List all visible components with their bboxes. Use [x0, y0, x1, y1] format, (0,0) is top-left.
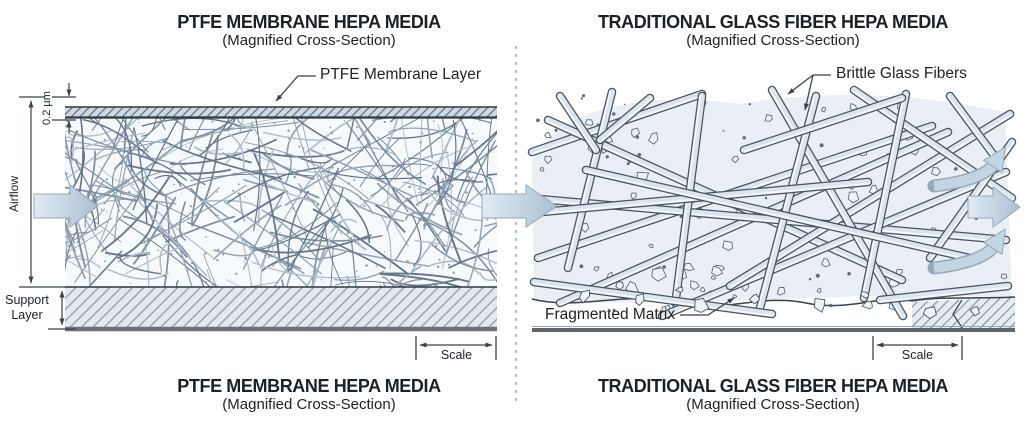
airflow-exit-arrow [967, 186, 1021, 228]
left-scale-bar [415, 336, 497, 360]
glass-fiber-illustration [524, 85, 1017, 330]
membrane-thickness-label: 0.2 µm [41, 91, 53, 125]
right-bottom-subtitle: (Magnified Cross-Section) [686, 396, 860, 413]
right-title: TRADITIONAL GLASS FIBER HEPA MEDIA [597, 12, 949, 32]
right-bottom-title: TRADITIONAL GLASS FIBER HEPA MEDIA [597, 376, 949, 396]
left-subtitle: (Magnified Cross-Section) [222, 32, 396, 49]
left-scale-label: Scale [440, 348, 473, 362]
ptfe-media-illustration [65, 106, 497, 332]
glass-fibers-callout: Brittle Glass Fibers [836, 65, 967, 82]
right-panel-header: TRADITIONAL GLASS FIBER HEPA MEDIA (Magn… [568, 12, 978, 50]
matrix-crack [952, 299, 964, 330]
fragmented-matrix-leader [680, 297, 735, 316]
ptfe-membrane-strip [65, 107, 497, 117]
airflow-entry-arrow [33, 184, 99, 228]
left-title: PTFE MEMBRANE HEPA MEDIA [177, 12, 441, 32]
support-layer-band [65, 287, 497, 327]
large-fragments [578, 281, 981, 320]
left-panel-header: PTFE MEMBRANE HEPA MEDIA (Magnified Cros… [104, 12, 514, 50]
airflow-mid-arrow [481, 184, 558, 228]
left-bottom-subtitle: (Magnified Cross-Section) [222, 396, 396, 413]
left-panel-footer: PTFE MEMBRANE HEPA MEDIA (Magnified Cros… [104, 376, 514, 414]
airflow-arrows [33, 146, 1021, 275]
membrane-layer-callout: PTFE Membrane Layer [320, 66, 482, 83]
right-scale-bar [872, 336, 963, 360]
ptfe-fiber-mesh [65, 117, 497, 287]
right-panel-footer: TRADITIONAL GLASS FIBER HEPA MEDIA (Magn… [568, 376, 978, 414]
support-layer-label: Support Layer [5, 293, 49, 322]
airflow-label: Airflow [7, 176, 21, 213]
membrane-layer-leader [275, 75, 316, 102]
right-scale-label: Scale [901, 348, 934, 362]
matrix-ground-line [531, 296, 1016, 308]
fragmented-matrix-callout: Fragmented Matrix [545, 306, 676, 323]
airflow-exit-curve-bottom [933, 228, 1006, 273]
glass-fiber-rods [524, 85, 1017, 321]
airflow-exit-curve-top [933, 146, 1006, 191]
right-subtitle: (Magnified Cross-Section) [686, 32, 860, 49]
glass-fibers-leader-2 [804, 74, 814, 111]
callout-leaders [275, 74, 831, 316]
left-bottom-title: PTFE MEMBRANE HEPA MEDIA [177, 376, 441, 396]
matrix-cross-section [912, 297, 1015, 329]
left-dimension-lines [19, 83, 497, 360]
